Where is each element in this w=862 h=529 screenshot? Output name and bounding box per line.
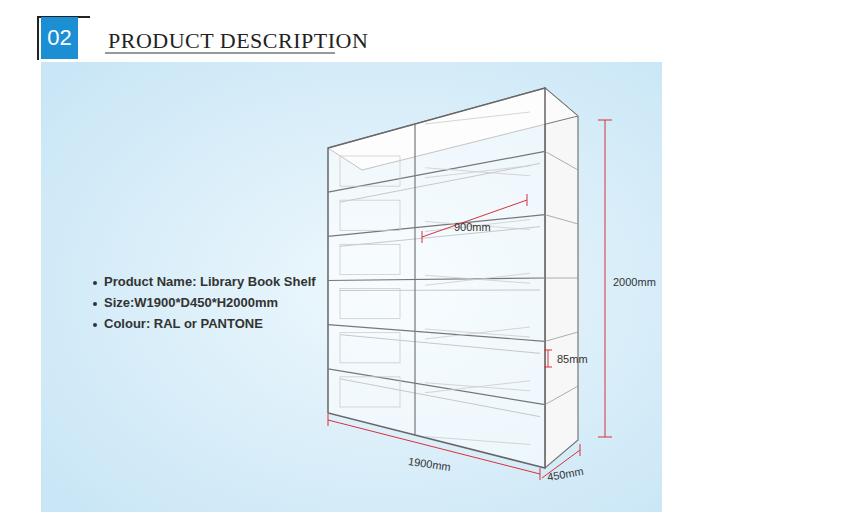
dimension-label: 2000mm (611, 276, 658, 288)
spec-item: Product Name: Library Book Shelf (104, 274, 316, 289)
section-number: 02 (47, 25, 71, 51)
dimension-label: 85mm (555, 353, 590, 365)
panel (41, 62, 662, 512)
bullet-dot (93, 323, 97, 327)
dimension-label: 900mm (452, 221, 493, 233)
bullet-dot (93, 281, 97, 285)
dimension-lines (328, 120, 612, 480)
section-number-box: 02 (41, 17, 78, 59)
bullet-dot (93, 302, 97, 306)
corner-bracket (38, 17, 90, 60)
spec-item: Colour: RAL or PANTONE (104, 316, 263, 331)
spec-item: Size:W1900*D450*H2000mm (104, 295, 278, 310)
heading: PRODUCT DESCRIPTION (108, 28, 368, 54)
bookshelf (328, 88, 578, 468)
